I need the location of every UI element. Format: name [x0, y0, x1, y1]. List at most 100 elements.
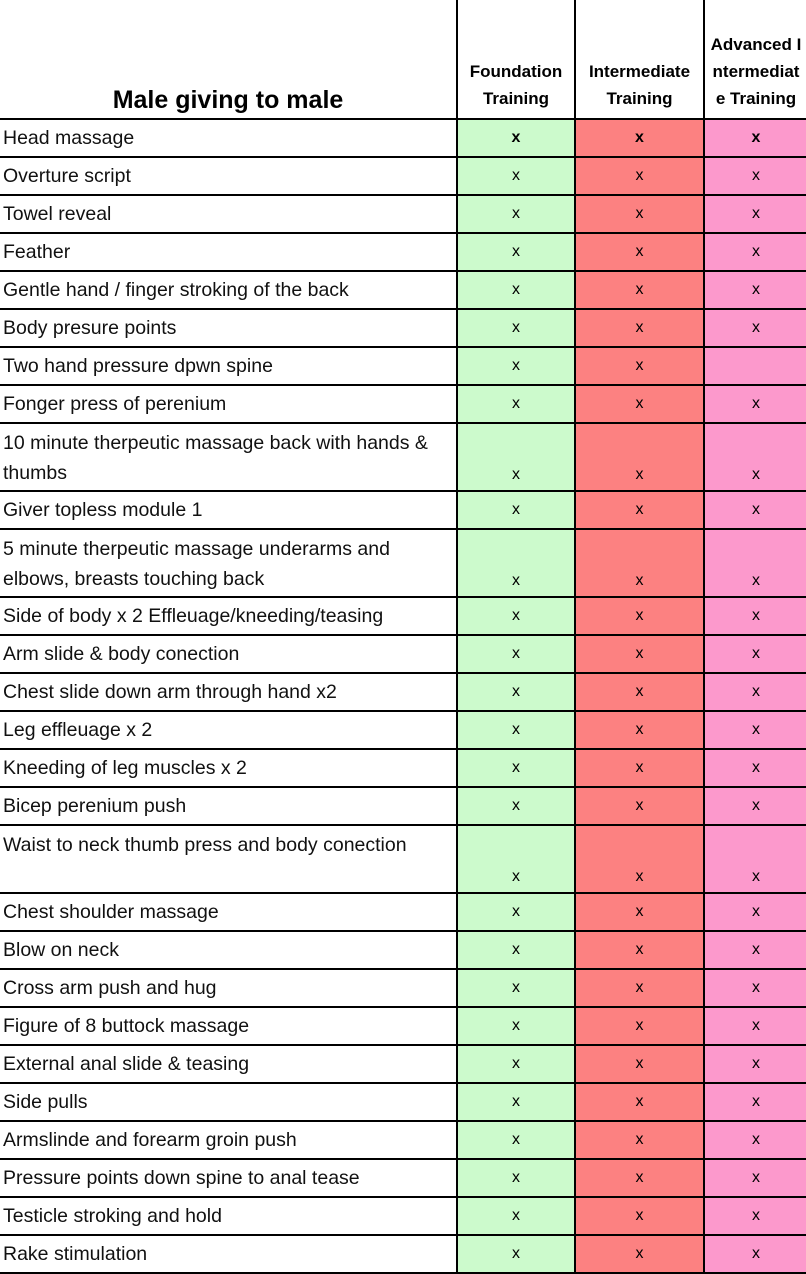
- mark-cell-intermediate: x: [574, 422, 705, 492]
- mark-cell-intermediate: x: [574, 1082, 705, 1122]
- mark-cell-intermediate: x: [574, 118, 705, 158]
- mark-cell-intermediate: x: [574, 1044, 705, 1084]
- mark-cell-intermediate: x: [574, 1234, 705, 1274]
- mark-cell-foundation: x: [456, 270, 576, 310]
- row-label: Leg effleuage x 2: [0, 710, 458, 750]
- mark-cell-intermediate: x: [574, 748, 705, 788]
- mark-cell-foundation: x: [456, 930, 576, 970]
- header-row: Male giving to male Foundation Training …: [0, 0, 806, 120]
- column-header-advanced: Advanced Intermediate Training: [703, 0, 806, 120]
- mark-cell-advanced: x: [703, 1082, 806, 1122]
- mark-cell-foundation: x: [456, 346, 576, 386]
- row-label: Bicep perenium push: [0, 786, 458, 826]
- column-header-foundation: Foundation Training: [456, 0, 576, 120]
- mark-cell-foundation: x: [456, 308, 576, 348]
- table-row: Pressure points down spine to anal tease…: [0, 1158, 806, 1198]
- mark-cell-intermediate: x: [574, 384, 705, 424]
- mark-cell-advanced: x: [703, 786, 806, 826]
- row-label: Pressure points down spine to anal tease: [0, 1158, 458, 1198]
- mark-cell-intermediate: x: [574, 1120, 705, 1160]
- row-label: Gentle hand / finger stroking of the bac…: [0, 270, 458, 310]
- mark-cell-advanced: x: [703, 490, 806, 530]
- mark-cell-foundation: x: [456, 1044, 576, 1084]
- row-label: Side pulls: [0, 1082, 458, 1122]
- mark-cell-advanced: x: [703, 1158, 806, 1198]
- mark-cell-advanced: x: [703, 968, 806, 1008]
- mark-cell-foundation: x: [456, 824, 576, 894]
- row-label: Two hand pressure dpwn spine: [0, 346, 458, 386]
- mark-cell-foundation: x: [456, 1082, 576, 1122]
- row-label: Testicle stroking and hold: [0, 1196, 458, 1236]
- row-label: Giver topless module 1: [0, 490, 458, 530]
- mark-cell-intermediate: x: [574, 528, 705, 598]
- mark-cell-intermediate: x: [574, 156, 705, 196]
- row-label: 5 minute therpeutic massage underarms an…: [0, 528, 458, 598]
- mark-cell-foundation: x: [456, 710, 576, 750]
- mark-cell-advanced: x: [703, 232, 806, 272]
- row-label: Kneeding of leg muscles x 2: [0, 748, 458, 788]
- mark-cell-foundation: x: [456, 1234, 576, 1274]
- row-label: Arm slide & body conection: [0, 634, 458, 674]
- mark-cell-intermediate: x: [574, 308, 705, 348]
- mark-cell-foundation: x: [456, 1196, 576, 1236]
- mark-cell-foundation: x: [456, 1158, 576, 1198]
- mark-cell-foundation: x: [456, 968, 576, 1008]
- mark-cell-advanced: x: [703, 1006, 806, 1046]
- mark-cell-foundation: x: [456, 118, 576, 158]
- mark-cell-foundation: x: [456, 892, 576, 932]
- row-label: Rake stimulation: [0, 1234, 458, 1274]
- mark-cell-advanced: x: [703, 824, 806, 894]
- mark-cell-advanced: x: [703, 672, 806, 712]
- column-header-intermediate: Intermediate Training: [574, 0, 705, 120]
- mark-cell-advanced: x: [703, 528, 806, 598]
- mark-cell-intermediate: x: [574, 710, 705, 750]
- row-label: External anal slide & teasing: [0, 1044, 458, 1084]
- mark-cell-advanced: x: [703, 422, 806, 492]
- mark-cell-intermediate: x: [574, 596, 705, 636]
- row-label: Side of body x 2 Effleuage/kneeding/teas…: [0, 596, 458, 636]
- mark-cell-intermediate: x: [574, 490, 705, 530]
- mark-cell-advanced: x: [703, 118, 806, 158]
- table-row: Side of body x 2 Effleuage/kneeding/teas…: [0, 596, 806, 636]
- mark-cell-advanced: x: [703, 1044, 806, 1084]
- row-label: 10 minute therpeutic massage back with h…: [0, 422, 458, 492]
- mark-cell-foundation: x: [456, 786, 576, 826]
- mark-cell-advanced: x: [703, 308, 806, 348]
- mark-cell-advanced: x: [703, 384, 806, 424]
- row-label: Towel reveal: [0, 194, 458, 234]
- row-label: Waist to neck thumb press and body conec…: [0, 824, 458, 894]
- mark-cell-foundation: x: [456, 422, 576, 492]
- mark-cell-intermediate: x: [574, 634, 705, 674]
- mark-cell-advanced: x: [703, 1196, 806, 1236]
- mark-cell-advanced: x: [703, 710, 806, 750]
- mark-cell-advanced: [703, 346, 806, 386]
- mark-cell-intermediate: x: [574, 1158, 705, 1198]
- mark-cell-advanced: x: [703, 270, 806, 310]
- mark-cell-intermediate: x: [574, 1006, 705, 1046]
- mark-cell-intermediate: x: [574, 672, 705, 712]
- row-label: Body presure points: [0, 308, 458, 348]
- mark-cell-foundation: x: [456, 156, 576, 196]
- mark-cell-intermediate: x: [574, 232, 705, 272]
- mark-cell-intermediate: x: [574, 1196, 705, 1236]
- mark-cell-intermediate: x: [574, 346, 705, 386]
- row-label: Figure of 8 buttock massage: [0, 1006, 458, 1046]
- mark-cell-foundation: x: [456, 528, 576, 598]
- table-row: 10 minute therpeutic massage back with h…: [0, 422, 806, 492]
- mark-cell-advanced: x: [703, 1120, 806, 1160]
